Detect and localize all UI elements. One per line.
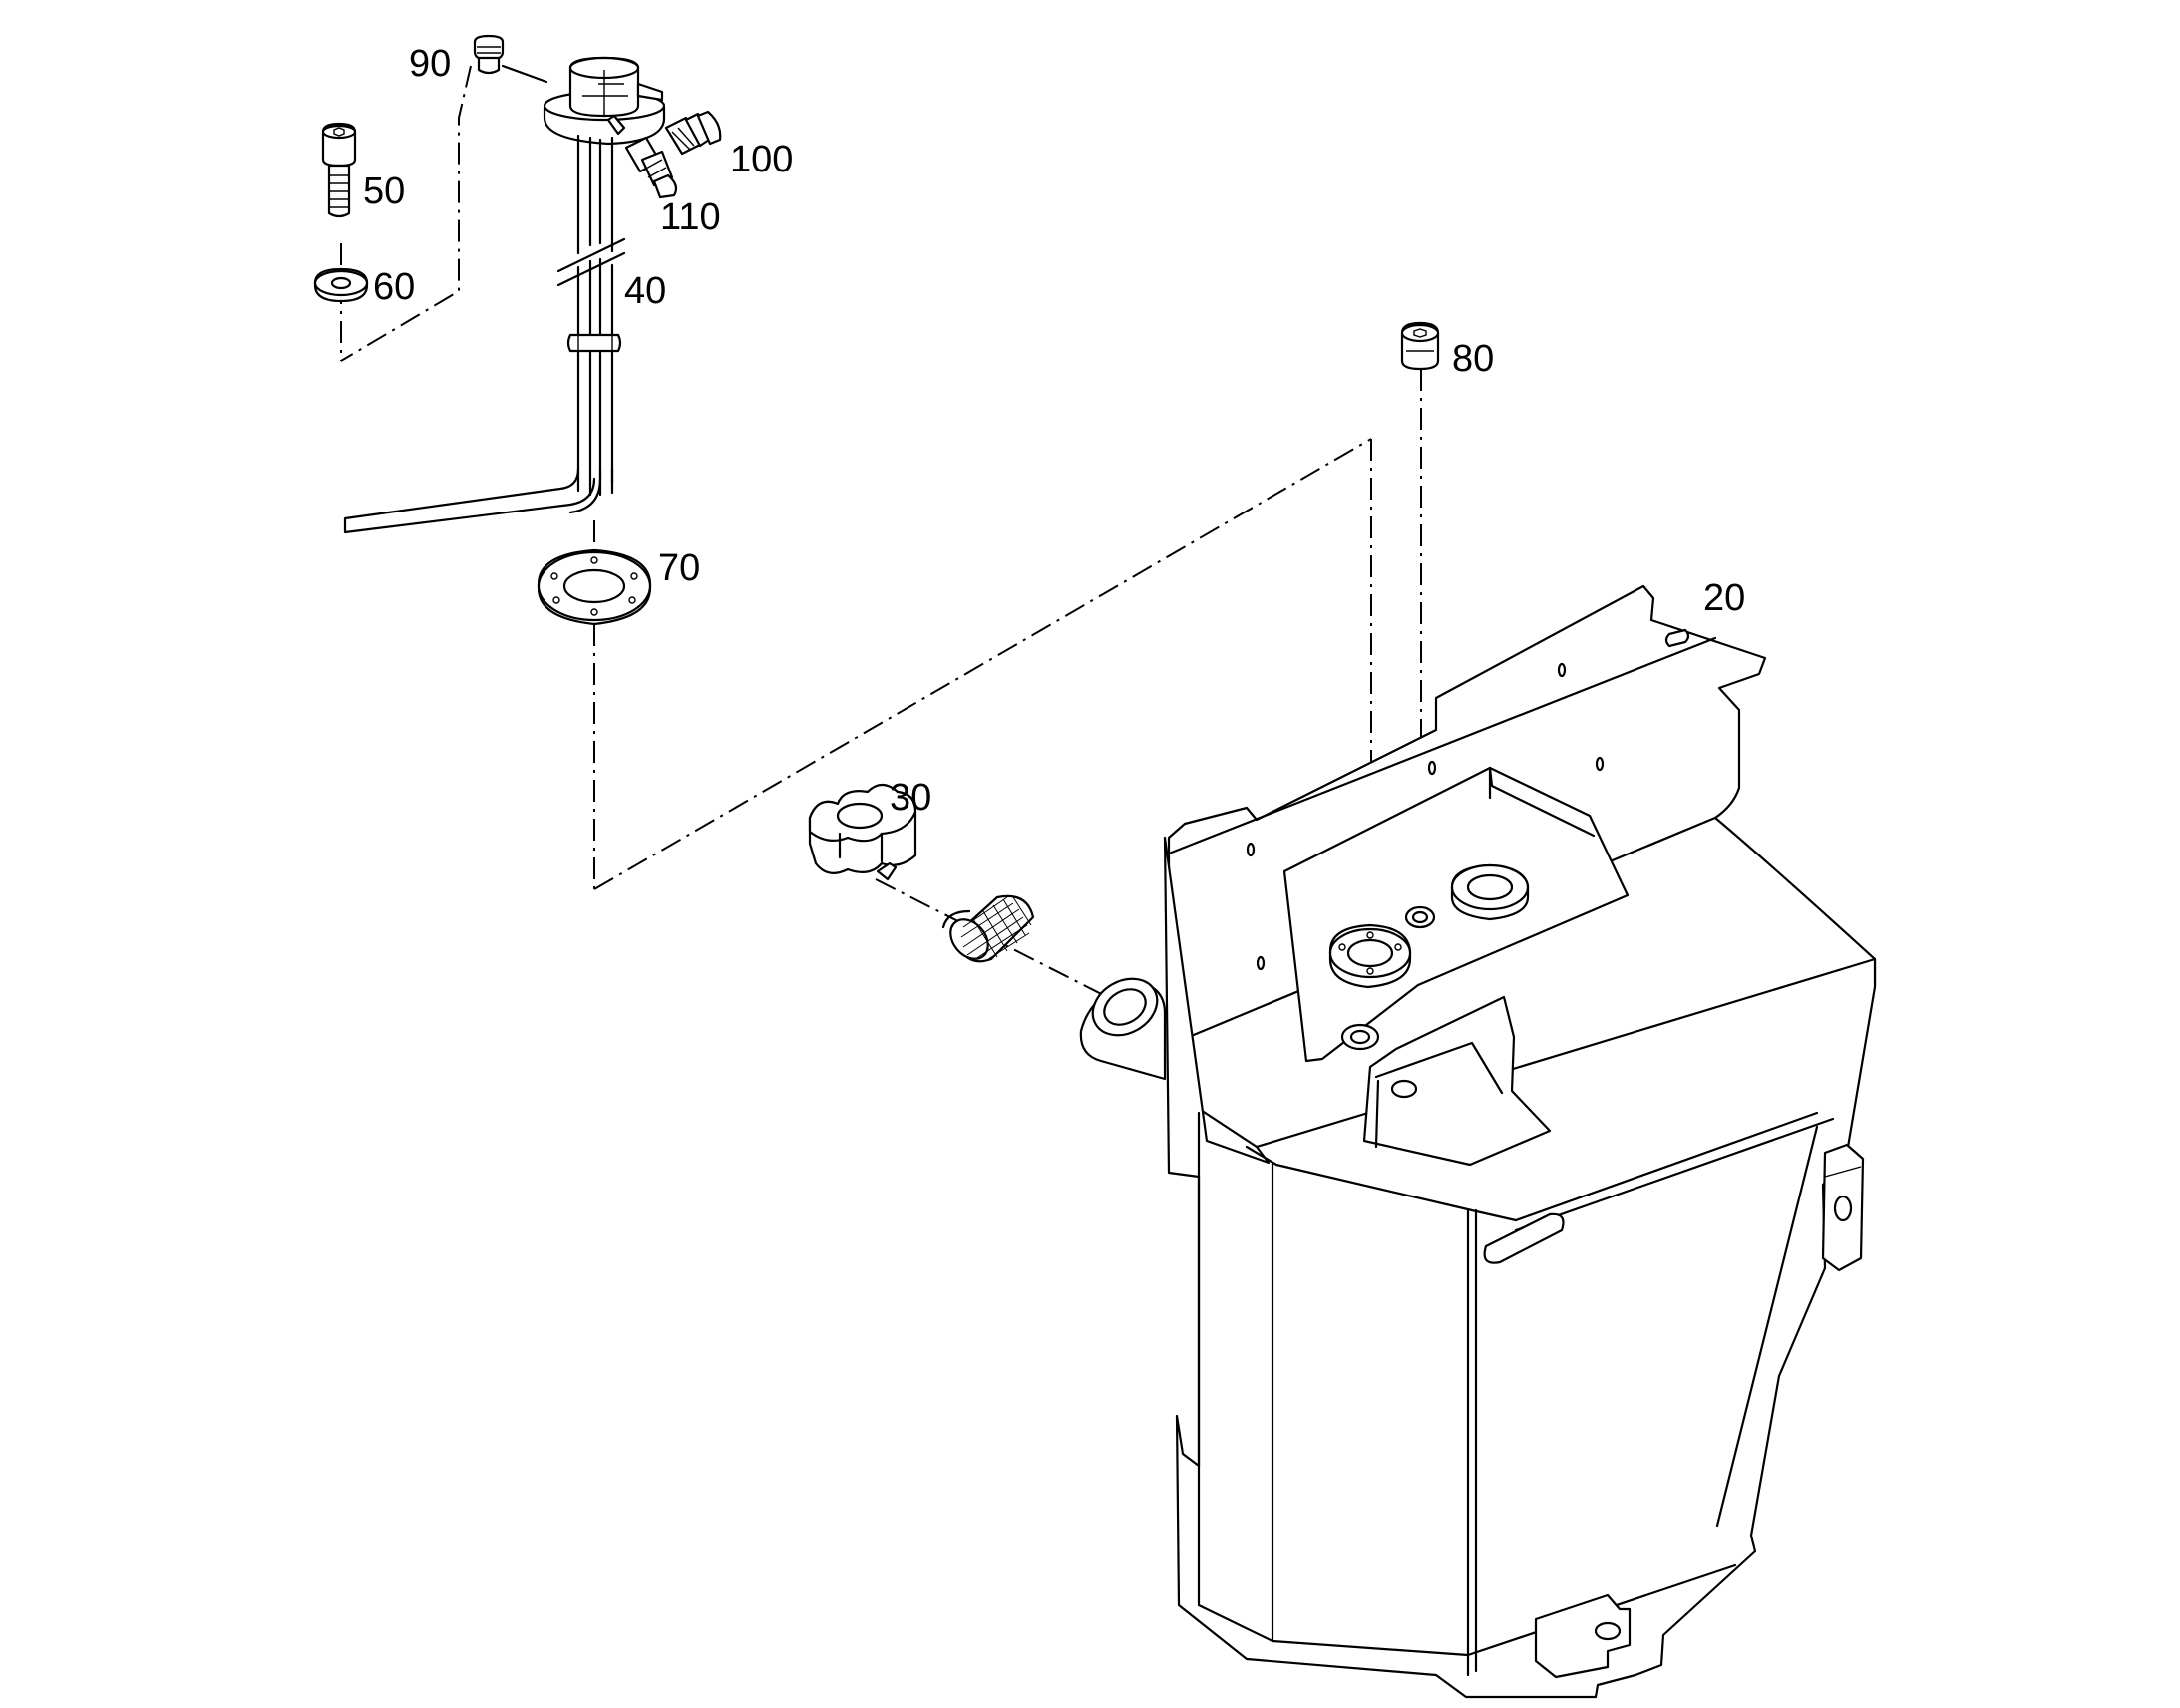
- strainer: [941, 894, 1035, 963]
- part-50-cap-screw: [321, 122, 357, 218]
- callout-110: 110: [660, 196, 721, 238]
- part-30-filler-cap: [808, 783, 917, 881]
- callout-80: 80: [1452, 338, 1494, 380]
- part-70-gasket: [537, 548, 652, 626]
- part-40-level-sender: [343, 56, 666, 534]
- part-80-plug: [1400, 321, 1440, 371]
- callout-30: 30: [890, 777, 931, 819]
- callout-50: 50: [363, 171, 405, 212]
- part-60-washer: [313, 267, 369, 303]
- callout-labels: 90 100 50 110 60 40 80 70 20 30: [363, 43, 1745, 819]
- callout-100: 100: [730, 139, 793, 180]
- callout-90: 90: [409, 43, 451, 85]
- part-90-plug: [473, 34, 548, 84]
- part-20-hydraulic-tank: [1079, 584, 1877, 1699]
- part-110-fitting: [624, 136, 678, 199]
- callout-40: 40: [624, 270, 666, 312]
- callout-60: 60: [373, 266, 415, 308]
- part-100-fitting: [664, 110, 722, 156]
- callout-70: 70: [658, 547, 700, 589]
- callout-20: 20: [1703, 577, 1745, 619]
